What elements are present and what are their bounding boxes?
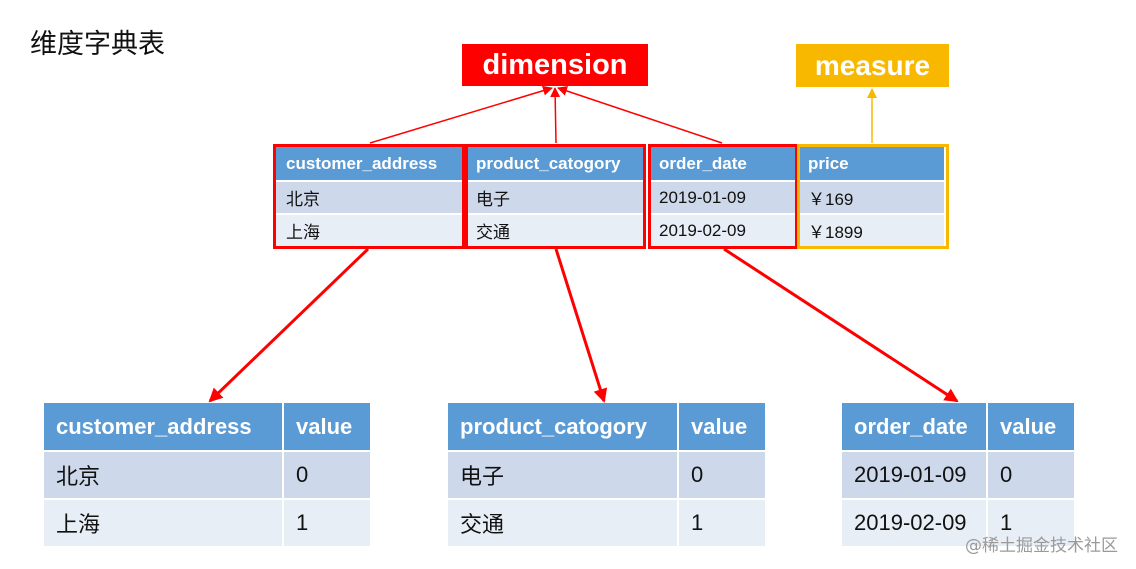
fact-cell: 上海 (275, 214, 465, 248)
table-row: 上海 交通 2019-02-09 ￥1899 (275, 214, 946, 248)
dim-cell: 0 (283, 451, 372, 500)
arrow-category-to-dimension (550, 87, 561, 144)
dim-header-value: value (987, 403, 1076, 452)
fact-header-price: price (796, 147, 946, 182)
dim-header-value: value (283, 403, 372, 452)
dim-cell: 0 (678, 451, 767, 500)
arrow-address-to-dimension (369, 85, 553, 144)
dim-cell: 上海 (44, 499, 284, 548)
fact-cell: 2019-01-09 (647, 181, 797, 215)
fact-cell: 电子 (464, 181, 648, 215)
arrow-address-to-dim-table (208, 247, 370, 403)
dimension-table-product-category: product_catogory value 电子 0 交通 1 (448, 403, 767, 548)
fact-table-header-row: customer_address product_catogory order_… (275, 147, 946, 182)
dim-cell: 1 (283, 499, 372, 548)
dim-cell: 1 (987, 499, 1076, 548)
dim-cell: 2019-02-09 (842, 499, 988, 548)
fact-header-product-category: product_catogory (464, 147, 648, 182)
fact-cell: 北京 (275, 181, 465, 215)
fact-cell: ￥1899 (796, 214, 946, 248)
dim-table-header-row: customer_address value (44, 403, 372, 452)
dim-cell: 电子 (448, 451, 679, 500)
dim-header-value: value (678, 403, 767, 452)
watermark: @稀土掘金技术社区 (965, 536, 1118, 556)
dim-table-header-row: product_catogory value (448, 403, 767, 452)
dim-cell: 1 (678, 499, 767, 548)
measure-label: measure (796, 44, 949, 87)
table-row: 电子 0 (448, 451, 767, 500)
table-row: 交通 1 (448, 499, 767, 548)
dim-cell: 交通 (448, 499, 679, 548)
fact-header-customer-address: customer_address (275, 147, 465, 182)
dim-table-header-row: order_date value (842, 403, 1076, 452)
arrow-category-to-dim-table (554, 248, 608, 403)
table-row: 北京 电子 2019-01-09 ￥169 (275, 181, 946, 215)
table-row: 上海 1 (44, 499, 372, 548)
dim-header-key: order_date (842, 403, 988, 452)
fact-cell: 交通 (464, 214, 648, 248)
fact-cell: 2019-02-09 (647, 214, 797, 248)
dim-cell: 2019-01-09 (842, 451, 988, 500)
fact-cell: ￥169 (796, 181, 946, 215)
table-row: 2019-02-09 1 (842, 499, 1076, 548)
page-title: 维度字典表 (30, 29, 165, 60)
table-row: 北京 0 (44, 451, 372, 500)
dimension-table-order-date: order_date value 2019-01-09 0 2019-02-09… (842, 403, 1076, 548)
fact-header-order-date: order_date (647, 147, 797, 182)
dim-header-key: customer_address (44, 403, 284, 452)
fact-table: customer_address product_catogory order_… (275, 147, 946, 248)
dim-cell: 0 (987, 451, 1076, 500)
dimension-table-customer-address: customer_address value 北京 0 上海 1 (44, 403, 372, 548)
dim-header-key: product_catogory (448, 403, 679, 452)
arrow-date-to-dim-table (723, 247, 959, 403)
dim-cell: 北京 (44, 451, 284, 500)
arrow-date-to-dimension (557, 86, 723, 144)
dimension-label: dimension (462, 44, 648, 86)
table-row: 2019-01-09 0 (842, 451, 1076, 500)
